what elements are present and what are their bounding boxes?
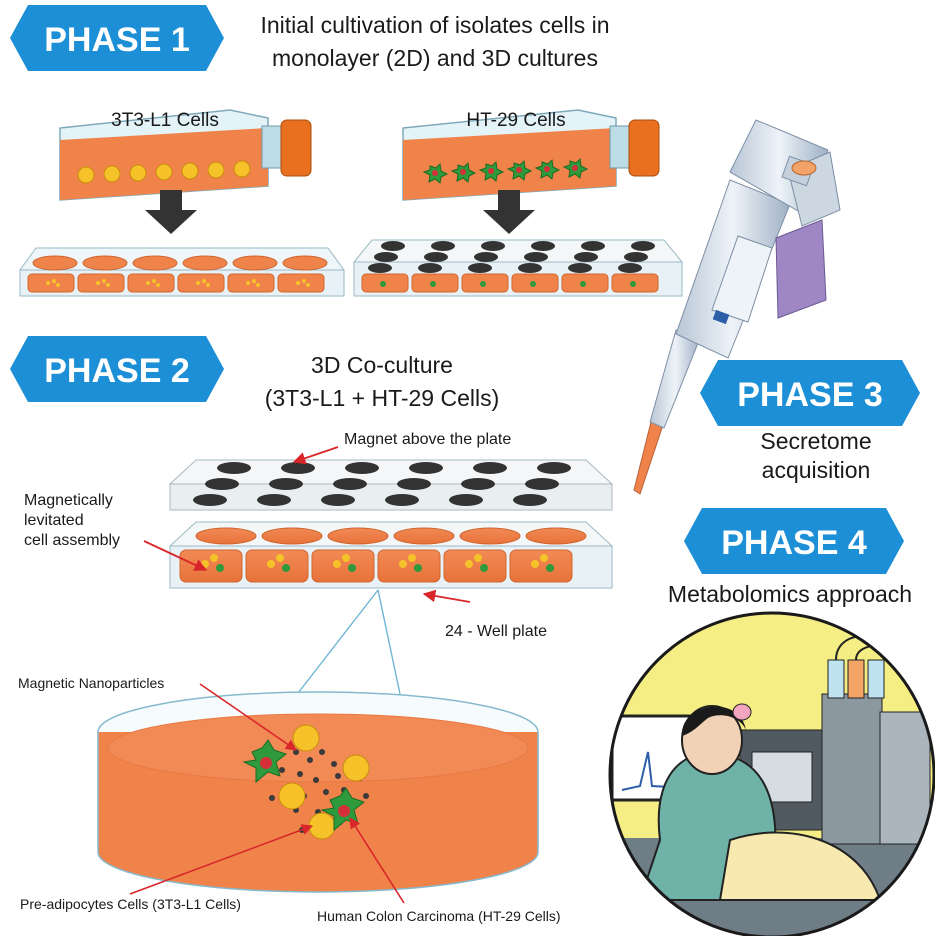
zoom-line-left xyxy=(287,589,379,707)
phase-2-badge: PHASE 2 xyxy=(10,336,224,402)
adipocyte-cells-zoom xyxy=(278,724,370,840)
magnet-discs-small xyxy=(368,241,655,273)
phase-4-label: PHASE 4 xyxy=(721,524,867,562)
phase-2-description-line-2: (3T3-L1 + HT-29 Cells) xyxy=(265,385,500,411)
phase-3-badge: PHASE 3 xyxy=(700,360,920,426)
phase-1-description-line-2: monolayer (2D) and 3D cultures xyxy=(272,45,598,71)
well-plate-2d xyxy=(19,247,345,297)
phase-3-description-line-1: Secretome xyxy=(760,428,871,454)
phase-2-label: PHASE 2 xyxy=(44,352,190,390)
phase-4-description: Metabolomics approach xyxy=(668,581,912,607)
carcinoma-annotation: Human Colon Carcinoma (HT-29 Cells) xyxy=(317,908,561,924)
phase-1-description-line-1: Initial cultivation of isolates cells in xyxy=(261,12,610,38)
phase-1-label: PHASE 1 xyxy=(44,21,190,59)
well-plate-3d xyxy=(352,239,684,297)
zoomed-petri-dish xyxy=(97,691,539,893)
phase-4-badge: PHASE 4 xyxy=(684,508,904,574)
well-plate-annotation: 24 - Well plate xyxy=(445,623,547,640)
pipette-illustration xyxy=(633,119,841,495)
flask-3t3-l1 xyxy=(59,109,312,201)
zoom-line-right xyxy=(377,589,401,695)
magnet-plate xyxy=(168,459,614,511)
adipocyte-cells-row xyxy=(77,160,251,184)
flask-ht-29-label: HT-29 Cells xyxy=(466,110,565,131)
levitated-annotation-line-1: Magnetically xyxy=(24,492,113,509)
nanoparticles-annotation: Magnetic Nanoparticles xyxy=(18,675,164,691)
levitated-annotation-line-2: levitated xyxy=(24,512,84,529)
flask-ht-29 xyxy=(402,109,660,201)
levitated-annotation-line-3: cell assembly xyxy=(24,532,120,549)
phase-3-label: PHASE 3 xyxy=(737,376,883,414)
down-arrow-1 xyxy=(145,190,197,234)
phase-1-badge: PHASE 1 xyxy=(10,5,224,71)
down-arrow-2 xyxy=(483,190,535,234)
phase-3-description-line-2: acquisition xyxy=(762,457,871,483)
phase-2-description-line-1: 3D Co-culture xyxy=(311,352,453,378)
flask-3t3-l1-label: 3T3-L1 Cells xyxy=(111,110,219,131)
preadipocytes-annotation: Pre-adipocytes Cells (3T3-L1 Cells) xyxy=(20,896,241,912)
magnet-annotation: Magnet above the plate xyxy=(344,431,511,448)
co-culture-well-plate xyxy=(168,521,614,589)
lab-scene xyxy=(608,611,935,936)
